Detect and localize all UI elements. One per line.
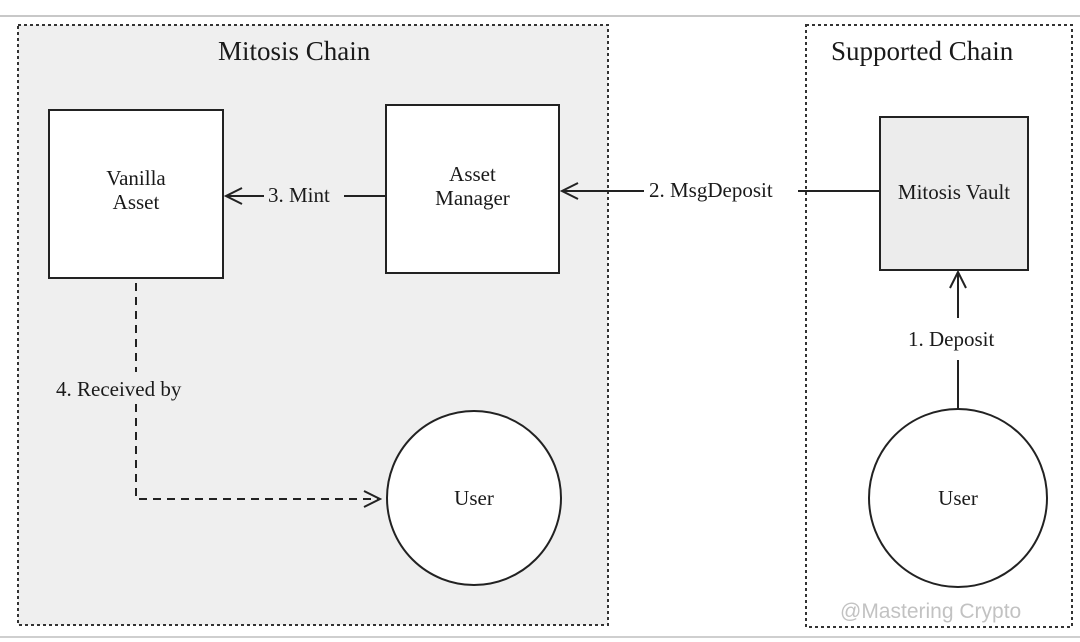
received-edge-bottom xyxy=(135,404,380,499)
msgdeposit-edge-label: 2. MsgDeposit xyxy=(649,178,773,202)
vanilla-asset-line-2: Asset xyxy=(112,190,160,215)
user-right-label: User xyxy=(938,486,978,510)
mint-edge-label: 3. Mint xyxy=(268,183,330,207)
asset-manager-line-1: Asset xyxy=(449,162,496,186)
mitosis-chain-title: Mitosis Chain xyxy=(218,36,371,66)
watermark: @Mastering Crypto xyxy=(840,600,1022,623)
asset-manager-line-2: Manager xyxy=(435,186,510,211)
vanilla-asset-label: Vanilla Asset xyxy=(49,166,223,214)
vanilla-asset-box xyxy=(48,109,224,279)
deposit-edge-label: 1. Deposit xyxy=(908,327,995,351)
vanilla-asset-line-1: Vanilla xyxy=(106,166,166,190)
supported-chain-title: Supported Chain xyxy=(831,36,1014,66)
received-by-edge-label: 4. Received by xyxy=(56,377,182,401)
asset-manager-box xyxy=(385,104,560,274)
asset-manager-label: Asset Manager xyxy=(386,162,559,210)
user-left-label: User xyxy=(454,486,494,510)
mitosis-vault-label: Mitosis Vault xyxy=(897,180,1011,204)
user-left-circle xyxy=(386,410,562,586)
